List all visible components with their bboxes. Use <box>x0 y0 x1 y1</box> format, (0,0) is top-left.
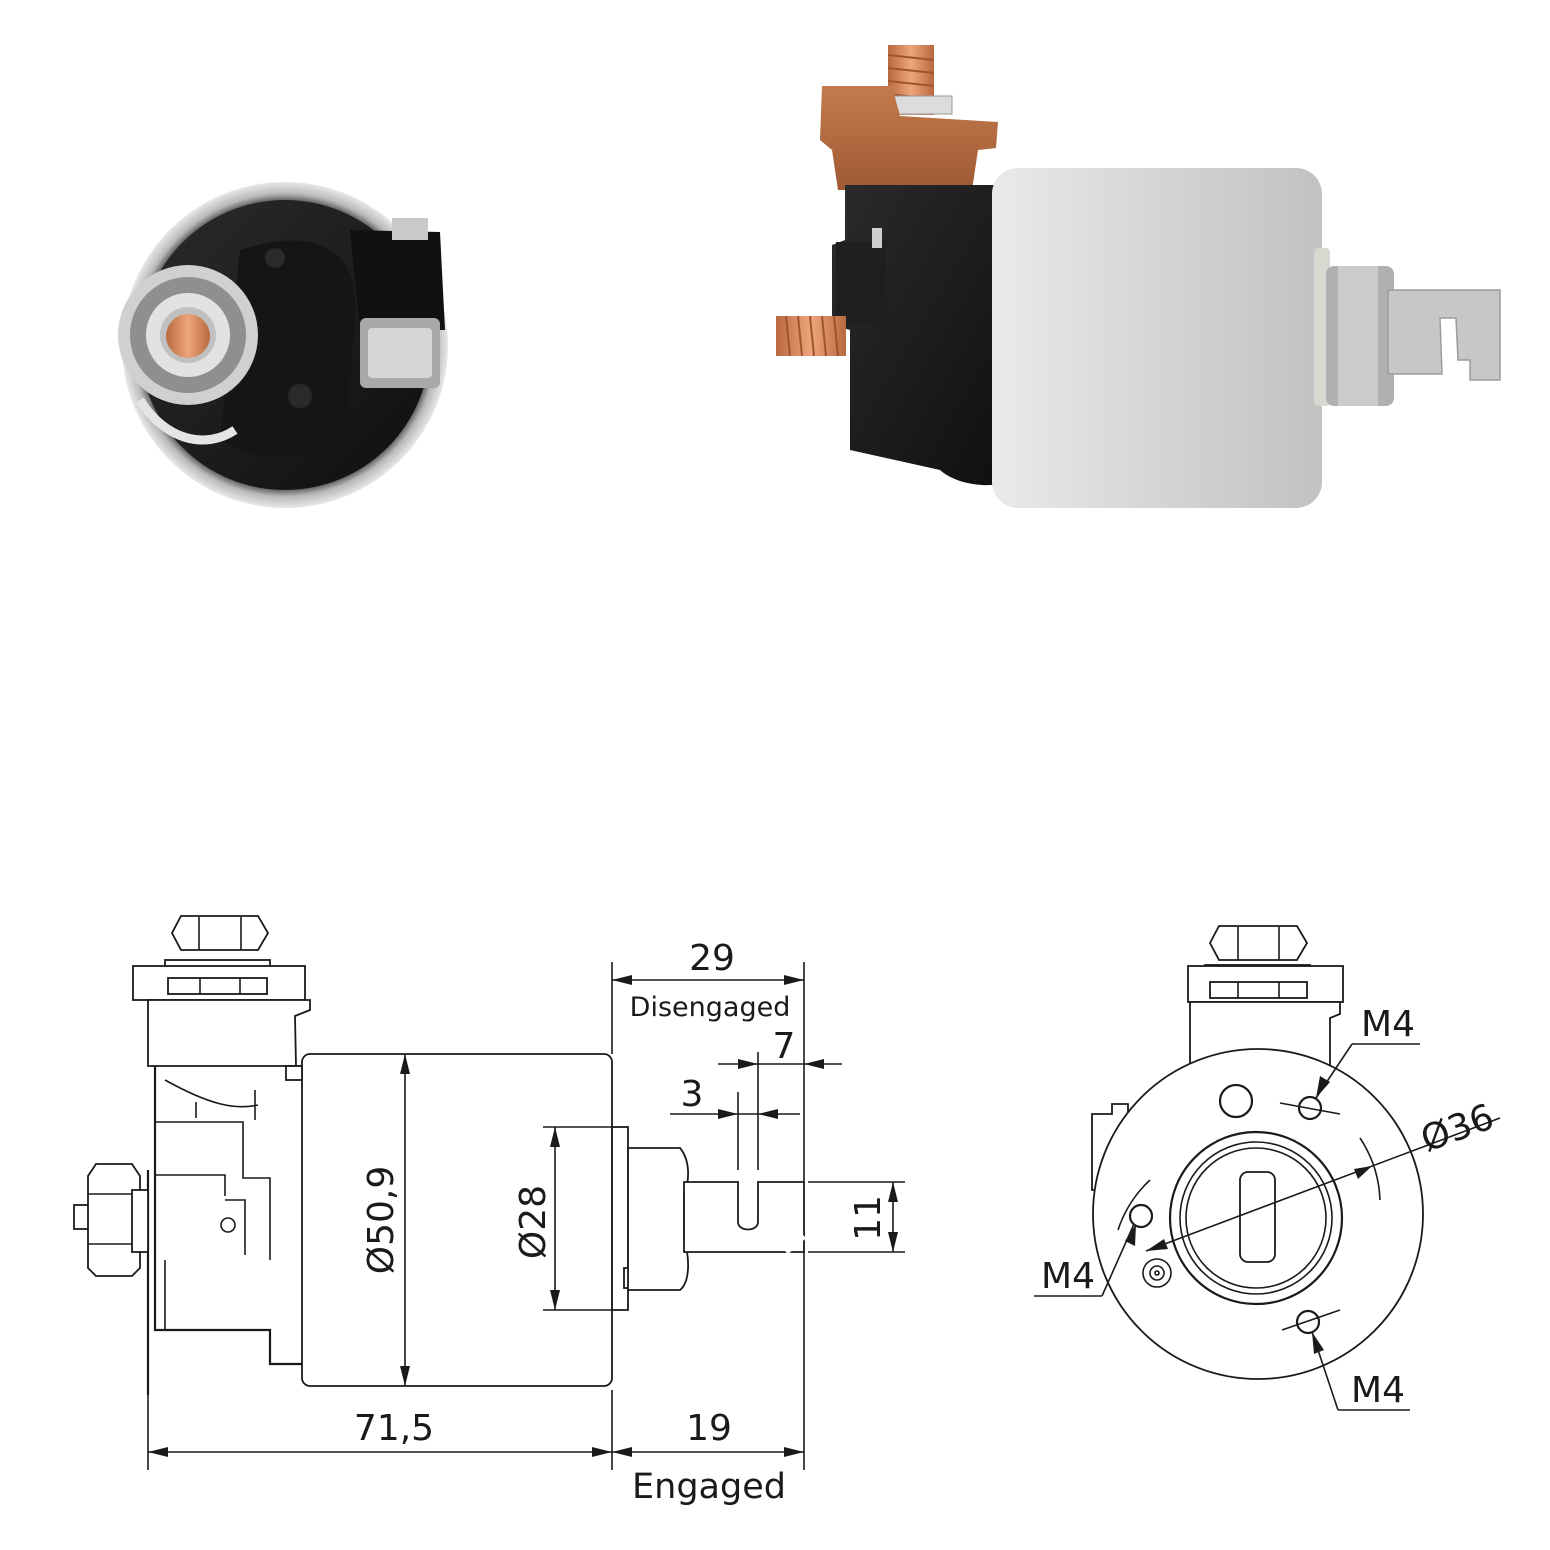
drawing-front-elevation: Ø36 M4 M4 M4 <box>1034 925 1501 1411</box>
thread-left-label: M4 <box>1041 1256 1095 1297</box>
dim-three: 3 <box>681 1074 704 1115</box>
drawing-side-elevation: 71,5 19 Engaged 29 Disengaged 7 3 11 <box>73 915 905 1507</box>
dim-engaged-value: 19 <box>686 1408 732 1449</box>
dim-disengaged-label: Disengaged <box>630 992 791 1023</box>
dim-seven: 7 <box>773 1026 796 1067</box>
photo-end-view <box>118 182 448 508</box>
dim-slot: 11 <box>848 1195 889 1241</box>
dim-flange-diameter: Ø36 <box>1416 1097 1500 1161</box>
thread-top-label: M4 <box>1361 1004 1415 1045</box>
dim-disengaged-value: 29 <box>689 938 735 979</box>
photo-side-view <box>776 45 1501 508</box>
dim-engaged-label: Engaged <box>632 1467 786 1507</box>
dim-nose-diameter: Ø28 <box>513 1185 554 1259</box>
dim-body-diameter: Ø50,9 <box>361 1166 402 1275</box>
thread-bottom-label: M4 <box>1351 1370 1405 1411</box>
dim-overall-length: 71,5 <box>354 1408 434 1449</box>
